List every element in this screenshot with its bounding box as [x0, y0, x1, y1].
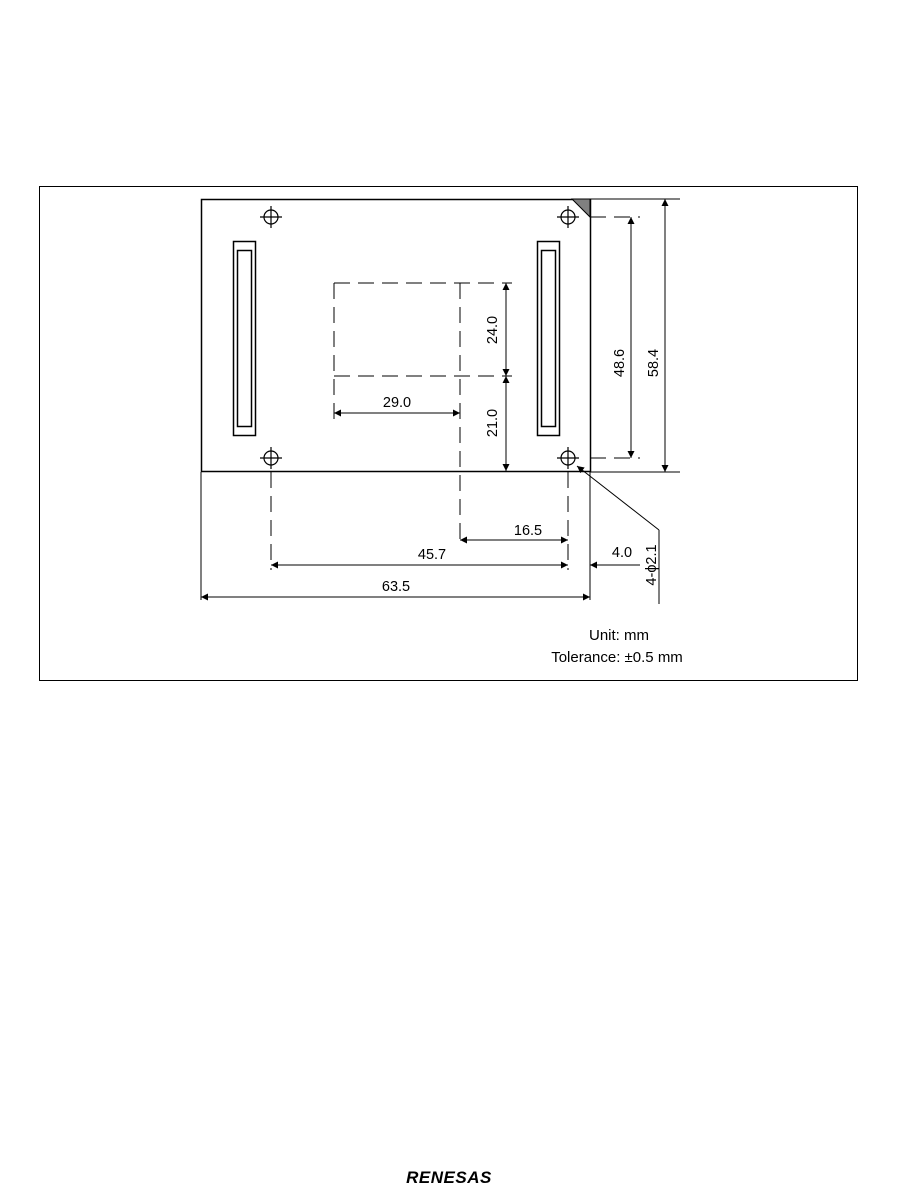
- dim-label-45-7: 45.7: [418, 547, 446, 563]
- dim-label-16-5: 16.5: [514, 523, 542, 539]
- dim-label-63-5: 63.5: [382, 579, 410, 595]
- dim-label-24-0: 24.0: [485, 316, 501, 344]
- logo-text: RENESAS: [384, 1165, 514, 1191]
- figure-frame: [40, 187, 858, 681]
- mounting-hole-top-right: [557, 206, 579, 228]
- unit-note: Unit: mm: [589, 627, 649, 644]
- connector-right: [538, 242, 560, 436]
- board-outline: [202, 200, 591, 472]
- dim-label-4-0: 4.0: [612, 545, 632, 561]
- extension-lines-solid: [201, 199, 680, 600]
- mounting-hole-top-left: [260, 206, 282, 228]
- tolerance-note: Tolerance: ±0.5 mm: [551, 649, 683, 666]
- extension-lines: [271, 217, 640, 570]
- connector-left: [234, 242, 256, 436]
- dim-label-29-0: 29.0: [383, 395, 411, 411]
- dim-label-48-6: 48.6: [612, 349, 628, 377]
- dim-label-21-0: 21.0: [485, 409, 501, 437]
- dim-label-58-4: 58.4: [646, 349, 662, 377]
- hole-spec-label: 4-ϕ2.1: [644, 544, 660, 585]
- renesas-logo: RENESAS: [384, 1165, 514, 1191]
- mounting-hole-bottom-right: [557, 447, 579, 469]
- mounting-hole-bottom-left: [260, 447, 282, 469]
